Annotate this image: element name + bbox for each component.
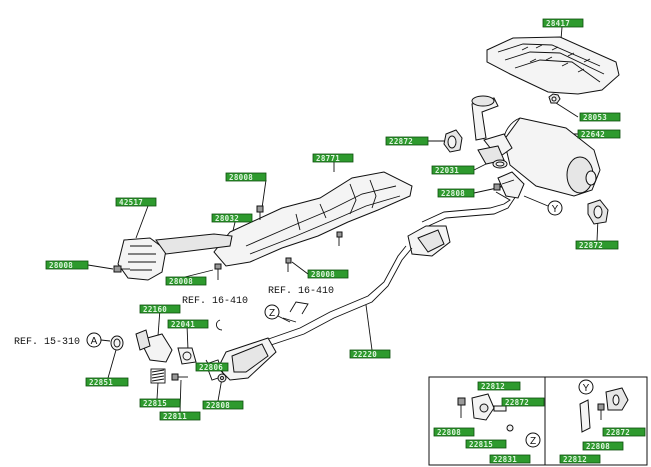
label-spring-bolt: 22811 (159, 411, 201, 421)
svg-text:22806: 22806 (199, 363, 223, 372)
label-nut-top: 28053 (579, 112, 621, 122)
label-heat-shield-top: 28417 (542, 18, 584, 28)
callout-y-main: Y (523, 195, 563, 216)
ref-15-310: REF. 15-310 (14, 337, 80, 348)
svg-text:28053: 28053 (583, 113, 607, 122)
label-inset-y-mount: 22872 (602, 427, 646, 437)
catalytic-converter (205, 337, 277, 381)
detail-inset: Z Y (428, 376, 648, 466)
rear-gasket (492, 159, 508, 169)
svg-text:22808: 22808 (437, 428, 461, 437)
label-heat-shield-left: 42517 (115, 197, 157, 207)
svg-text:28008: 28008 (311, 270, 335, 279)
svg-text:22811: 22811 (163, 412, 187, 421)
label-mount-rear: 22872 (575, 240, 619, 250)
label-spring: 22815 (139, 398, 181, 408)
svg-text:42517: 42517 (119, 198, 143, 207)
svg-text:22851: 22851 (89, 378, 113, 387)
label-inset-gasket: 22831 (489, 454, 531, 464)
label-bolt-rear: 22808 (437, 188, 475, 198)
ref-16-410-b: REF. 16-410 (268, 286, 334, 297)
part-labels: 28417 28053 22872 22642 28771 28008 2803… (45, 18, 646, 464)
hanger-left (443, 129, 463, 153)
svg-text:28417: 28417 (546, 19, 570, 28)
callout-z-main: Z (264, 304, 291, 323)
label-bolt-mid: 28008 (165, 276, 207, 286)
label-center-pipe: 22220 (349, 349, 391, 359)
svg-text:22812: 22812 (481, 382, 505, 391)
svg-text:22808: 22808 (206, 401, 230, 410)
heat-shield-mid (213, 171, 413, 267)
front-pipe (135, 329, 173, 363)
label-inset-cushion: 22872 (501, 397, 545, 407)
label-inset-bracket: 22812 (477, 381, 521, 391)
label-inset-spring: 22815 (465, 439, 507, 449)
bolt-mid-top (256, 205, 264, 220)
label-bolt-left: 28008 (45, 260, 89, 270)
svg-text:28008: 28008 (169, 277, 193, 286)
svg-text:28008: 28008 (229, 173, 253, 182)
label-gasket-a: 22851 (85, 377, 129, 387)
svg-text:28008: 28008 (49, 261, 73, 270)
svg-text:A: A (91, 336, 98, 347)
nut-top (548, 93, 561, 104)
gasket-a (110, 335, 124, 351)
ref-16-410-a: REF. 16-410 (182, 296, 248, 307)
spring-bolt (171, 373, 188, 381)
svg-text:22812: 22812 (563, 455, 587, 464)
svg-text:Y: Y (583, 383, 590, 394)
svg-text:22831: 22831 (493, 455, 517, 464)
label-nut-front: 22806 (195, 362, 229, 372)
heat-shield-top (486, 36, 620, 95)
label-heat-shield-mid: 28771 (312, 153, 354, 163)
svg-text:22031: 22031 (435, 166, 459, 175)
bolt-bottom (285, 257, 292, 272)
label-muffler: 22642 (577, 129, 621, 139)
svg-text:Y: Y (552, 204, 559, 215)
label-gasket-rear: 22031 (431, 165, 475, 175)
spring (150, 368, 166, 384)
svg-text:22808: 22808 (441, 189, 465, 198)
svg-text:22642: 22642 (581, 130, 605, 139)
label-hanger-left: 22872 (385, 136, 429, 146)
callout-a: A (86, 332, 111, 348)
label-inset-y-bracket: 22812 (559, 454, 601, 464)
svg-text:22872: 22872 (505, 398, 529, 407)
center-pipe (259, 171, 525, 349)
svg-text:22815: 22815 (143, 399, 167, 408)
svg-text:22808: 22808 (586, 442, 610, 451)
svg-text:28032: 28032 (215, 214, 239, 223)
pipe-clip (215, 319, 223, 331)
label-inset-bolt: 22808 (433, 427, 475, 437)
gasket-front (177, 347, 197, 365)
bolt-left (113, 265, 130, 273)
svg-text:22220: 22220 (353, 350, 377, 359)
heat-shield-left (117, 233, 233, 281)
label-inset-y-bolt: 22808 (582, 441, 624, 451)
clip-mid (336, 231, 343, 246)
label-bolt-mid-top: 28008 (225, 172, 267, 182)
label-clip-mid: 28032 (211, 213, 253, 223)
label-bolt-bottom: 28008 (307, 269, 349, 279)
bolt-mid (214, 263, 222, 280)
mount-rear (587, 199, 609, 225)
label-gasket-front: 22041 (167, 319, 209, 329)
muffler-assembly (471, 95, 601, 197)
svg-text:22872: 22872 (389, 137, 413, 146)
label-bolt-front: 22808 (202, 400, 244, 410)
svg-text:Z: Z (530, 436, 536, 447)
svg-text:Z: Z (269, 308, 275, 319)
svg-text:22041: 22041 (171, 320, 195, 329)
svg-text:22872: 22872 (579, 241, 603, 250)
label-front-pipe: 22160 (139, 304, 181, 314)
svg-text:22815: 22815 (469, 440, 493, 449)
svg-text:22160: 22160 (143, 305, 167, 314)
nut-front (217, 373, 227, 383)
svg-text:28771: 28771 (316, 154, 340, 163)
svg-text:22872: 22872 (606, 428, 630, 437)
